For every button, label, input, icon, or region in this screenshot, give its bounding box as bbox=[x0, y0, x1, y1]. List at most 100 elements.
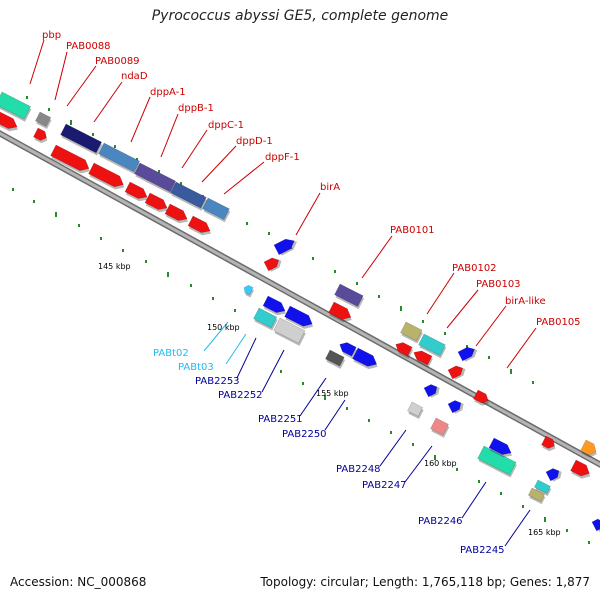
gene-PAB0089[interactable] bbox=[60, 123, 104, 156]
gene-label: PAB2250 bbox=[282, 429, 327, 440]
gene-blue-arrow[interactable] bbox=[488, 437, 515, 460]
tick-mark bbox=[280, 370, 282, 373]
gene-red-arrow[interactable] bbox=[541, 435, 559, 453]
tick-mark bbox=[422, 320, 424, 323]
gene-birA[interactable] bbox=[273, 235, 300, 257]
tick-mark bbox=[346, 407, 348, 410]
gene-PABt02[interactable] bbox=[253, 307, 279, 331]
gene-label: PAB0105 bbox=[536, 317, 581, 328]
tick-mark bbox=[78, 224, 80, 227]
tick-mark bbox=[114, 145, 116, 148]
gene-blue-arrow[interactable] bbox=[591, 517, 600, 533]
gene-red-arrow[interactable] bbox=[88, 162, 128, 193]
gene-red-arrow[interactable] bbox=[263, 255, 284, 273]
tick-mark bbox=[390, 431, 392, 434]
tick-mark bbox=[466, 345, 468, 348]
gene-blue-arrow[interactable] bbox=[423, 382, 442, 399]
tick-mark bbox=[400, 306, 402, 311]
gene-label: birA bbox=[320, 182, 340, 193]
gene-dppA-1[interactable] bbox=[134, 162, 178, 195]
tick-mark bbox=[500, 492, 502, 495]
tick-mark bbox=[434, 455, 436, 460]
gene-red-arrow[interactable] bbox=[124, 181, 151, 204]
trna-label: PABt03 bbox=[178, 362, 214, 373]
gene-label: PAB2248 bbox=[336, 464, 381, 475]
gene-label: PAB2251 bbox=[258, 414, 303, 425]
gene-PAB2245[interactable] bbox=[533, 479, 552, 497]
gene-red-arrow[interactable] bbox=[328, 301, 356, 325]
tick-mark bbox=[246, 222, 248, 225]
tick-mark bbox=[478, 480, 480, 483]
gene-blue-arrow[interactable] bbox=[337, 340, 358, 359]
gene-red-arrow[interactable] bbox=[393, 340, 414, 359]
tick-mark bbox=[33, 200, 35, 203]
tick-mark bbox=[522, 505, 524, 508]
genome-backbone bbox=[0, 130, 600, 468]
tick-mark bbox=[488, 356, 490, 359]
topology-text: Topology: circular; Length: 1,765,118 bp… bbox=[260, 575, 590, 589]
tick-mark bbox=[92, 133, 94, 136]
tick-mark bbox=[368, 419, 370, 422]
gene-PAB2246[interactable] bbox=[477, 445, 518, 478]
gene-pbp[interactable] bbox=[0, 91, 32, 122]
tick-mark bbox=[444, 332, 446, 335]
tick-mark bbox=[122, 249, 124, 252]
gene-PAB2247[interactable] bbox=[430, 417, 451, 438]
tick-mark bbox=[324, 395, 326, 400]
tick-mark bbox=[26, 96, 28, 99]
tick-mark bbox=[12, 188, 14, 191]
gene-PAB0102[interactable] bbox=[400, 321, 424, 344]
gene-PAB2248[interactable] bbox=[407, 401, 425, 420]
gene-dppC-1[interactable] bbox=[202, 197, 232, 223]
gene-PAB0103[interactable] bbox=[418, 333, 448, 359]
gene-blue-arrow[interactable] bbox=[262, 295, 289, 318]
tick-mark bbox=[167, 272, 169, 277]
gene-blue-arrow[interactable] bbox=[352, 347, 382, 372]
gene-blue-arrow[interactable] bbox=[545, 466, 564, 483]
gene-PAB2251[interactable] bbox=[325, 349, 346, 369]
scale-label: 165 kbp bbox=[528, 528, 561, 537]
gene-red-arrow[interactable] bbox=[50, 144, 94, 177]
gene-red-arrow[interactable] bbox=[187, 215, 214, 238]
gene-label: PAB0102 bbox=[452, 263, 497, 274]
tick-mark bbox=[378, 295, 380, 298]
gene-PAB0101[interactable] bbox=[334, 283, 365, 310]
scale-label: 145 kbp bbox=[98, 262, 131, 271]
gene-PABt03[interactable] bbox=[273, 317, 307, 346]
gene-red-arrow[interactable] bbox=[0, 111, 21, 134]
gene-birA-like[interactable] bbox=[457, 344, 479, 363]
tick-mark bbox=[145, 260, 147, 263]
gene-red-arrow[interactable] bbox=[144, 192, 171, 215]
scale-label: 160 kbp bbox=[424, 459, 457, 468]
tick-mark bbox=[158, 170, 160, 173]
gene-label: PAB0103 bbox=[476, 279, 521, 290]
gene-red-arrow[interactable] bbox=[411, 348, 434, 368]
gene-blue-arrow[interactable] bbox=[284, 305, 317, 332]
tick-mark bbox=[566, 529, 568, 532]
tick-mark bbox=[356, 282, 358, 285]
label-leaders bbox=[29, 39, 537, 547]
gene-PAB0088[interactable] bbox=[35, 111, 53, 130]
gene-red-arrow[interactable] bbox=[33, 127, 51, 145]
tick-mark bbox=[334, 270, 336, 273]
gene-label: dppB-1 bbox=[178, 103, 214, 114]
gene-label: ndaD bbox=[121, 71, 148, 82]
gene-orange-arrow[interactable] bbox=[580, 439, 600, 460]
scale-label: 150 kbp bbox=[207, 323, 240, 332]
gene-features[interactable] bbox=[0, 91, 600, 533]
gene-small-olive[interactable] bbox=[527, 487, 546, 505]
tick-mark bbox=[302, 382, 304, 385]
gene-label: PAB2245 bbox=[460, 545, 505, 556]
gene-dppB-1[interactable] bbox=[170, 181, 208, 211]
gene-blue-arrow[interactable] bbox=[447, 398, 466, 415]
gene-trna-arrow[interactable] bbox=[241, 284, 255, 298]
gene-red-arrow[interactable] bbox=[164, 203, 191, 226]
gene-red-arrow[interactable] bbox=[447, 363, 468, 381]
trna-label: PABt02 bbox=[153, 348, 189, 359]
gene-label: pbp bbox=[42, 30, 61, 41]
gene-red-arrow[interactable] bbox=[570, 459, 594, 482]
gene-ndaD[interactable] bbox=[98, 142, 142, 175]
gene-label: dppA-1 bbox=[150, 87, 186, 98]
gene-PAB0105[interactable] bbox=[473, 389, 493, 408]
